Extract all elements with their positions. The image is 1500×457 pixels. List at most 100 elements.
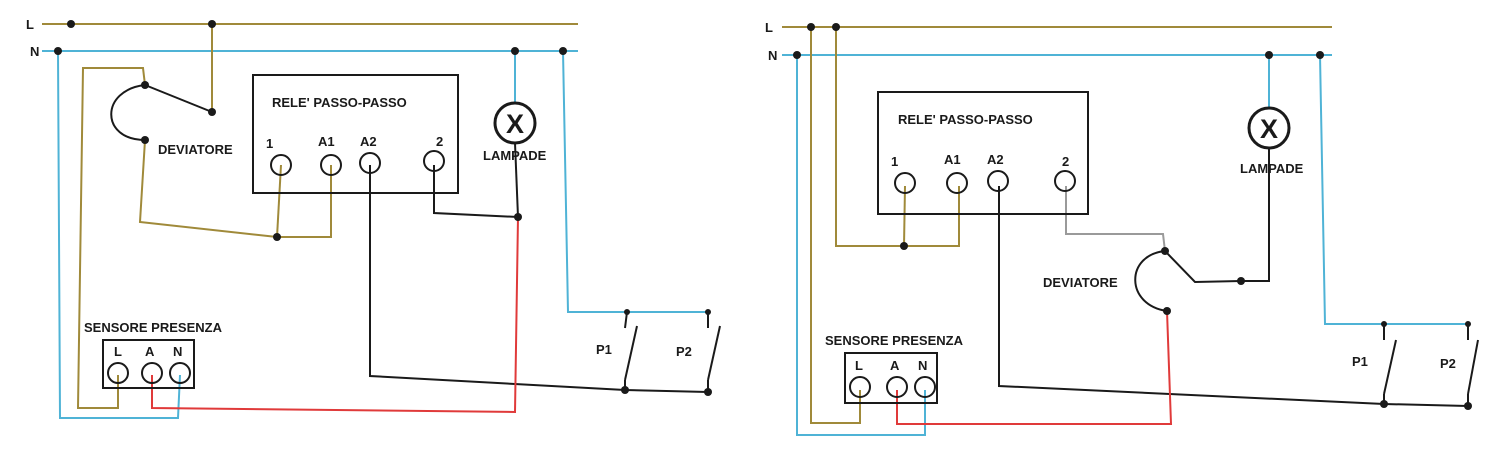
right-phase-to-sensor [810,27,861,424]
left-dot [624,309,630,315]
left-deviator-common [144,84,213,113]
left-relay-title: RELE' PASSO-PASSO [272,95,407,110]
right-relay-term-a1 [946,172,968,194]
right-a2-to-buttons [998,186,1469,407]
left-dot [704,388,712,396]
left-red-wire [151,216,519,414]
right-relay-term-label-2: 2 [1062,154,1069,169]
left-p1-contact [624,325,638,381]
right-sensor-title: SENSORE PRESENZA [825,333,964,348]
right-deviator-label: DEVIATORE [1043,275,1118,290]
left-dot [208,108,216,116]
right-diagram [782,26,1479,436]
left-sensor-term-a [141,362,163,384]
left-dot [559,47,567,55]
left-sensor-term-label-l: L [114,344,122,359]
left-lamp-down [514,142,519,218]
right-sensor-box [844,352,938,404]
right-p2-label: P2 [1440,356,1456,371]
left-relay1-link [276,164,282,238]
left-sensor-term-l [107,362,129,384]
left-deviator-to-sensor [76,67,146,409]
left-dot [273,233,281,241]
left-dot [141,136,149,144]
left-lamp-icon [493,101,537,145]
left-dot [67,20,75,28]
left-sensor-term-label-a: A [145,344,155,359]
left-deviator-label: DEVIATORE [158,142,233,157]
right-relay-title: RELE' PASSO-PASSO [898,112,1033,127]
left-p2-label: P2 [676,344,692,359]
left-p2-contact [707,325,721,381]
left-relay-term-a2 [359,152,381,174]
right-relay-term-label-a1: A1 [944,152,961,167]
left-sensor-title: SENSORE PRESENZA [84,320,223,335]
right-labels: L N RELE' PASSO-PASSO 1 A1 A2 2 DEVIATOR… [765,20,1456,373]
right-lamp-down [1241,148,1270,282]
right-dot [1237,277,1245,285]
right-lamp-symbol: X [1260,114,1278,144]
left-dot [208,20,216,28]
left-neutral-to-sensor [57,50,181,419]
left-relay-term-label-2: 2 [436,134,443,149]
right-dot [807,23,815,31]
right-neutral-to-buttons [1319,54,1468,325]
right-lamp-icon [1247,106,1291,150]
right-relay1-link [903,185,906,247]
left-deviator-arc [110,84,146,141]
left-dot [141,81,149,89]
right-sensor-term-label-a: A [890,358,900,373]
left-relay-box [252,74,459,194]
right-relay-term-a2 [987,170,1009,192]
left-lamp-symbol: X [506,109,524,139]
left-relay-term-label-a1: A1 [318,134,335,149]
right-dot [1161,247,1169,255]
left-junctions [54,20,712,396]
right-sensor-term-a [886,376,908,398]
right-p2-contact [1467,339,1479,395]
left-sensor-box [102,339,195,389]
left-labels: L N RELE' PASSO-PASSO 1 A1 A2 2 DEVIATOR… [26,17,692,359]
right-dot [1380,400,1388,408]
right-deviator-out [1164,250,1242,284]
right-dot [1465,321,1471,327]
right-p1-label: P1 [1352,354,1368,369]
right-sensor-term-label-l: L [855,358,863,373]
right-dot [832,23,840,31]
right-sensor-term-l [849,376,871,398]
left-relay-term-label-a2: A2 [360,134,377,149]
right-label-l: L [765,20,773,35]
right-relay-term-1 [894,172,916,194]
left-dot [54,47,62,55]
right-dot [900,242,908,250]
right-sensor-term-n [914,376,936,398]
left-dot [514,213,522,221]
right-red-wire [896,310,1173,425]
left-relay-term-label-1: 1 [266,136,273,151]
left-dot [621,386,629,394]
right-dot [793,51,801,59]
left-dot [511,47,519,55]
left-label-n: N [30,44,39,59]
right-lamp-label: LAMPADE [1240,161,1304,176]
right-relay-term-2 [1054,170,1076,192]
left-relay2-to-lamp [433,165,519,218]
right-neutral-to-sensor [796,55,926,436]
right-dot [1381,321,1387,327]
left-relay-term-2 [423,150,445,172]
left-sensor-term-label-n: N [173,344,182,359]
right-relay-term-label-a2: A2 [987,152,1004,167]
left-sensor-term-n [169,362,191,384]
right-relay-box [877,91,1089,215]
left-neutral-to-buttons [562,50,708,313]
left-label-l: L [26,17,34,32]
left-relay-term-1 [270,154,292,176]
left-relay-term-a1 [320,154,342,176]
right-deviator-arc [1134,250,1168,312]
left-lamp-label: LAMPADE [483,148,547,163]
right-dot [1163,307,1171,315]
right-relay2-to-deviator [1065,186,1166,252]
right-label-n: N [768,48,777,63]
right-junctions [793,23,1472,410]
